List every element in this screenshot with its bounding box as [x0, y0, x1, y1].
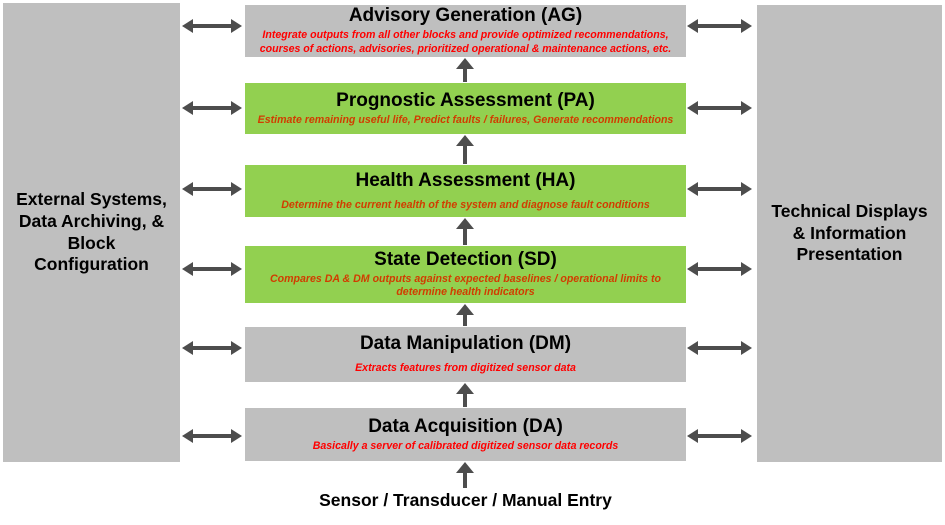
up-arrow-pa-to-ag	[456, 58, 474, 82]
right-panel-label: Technical Displays & Information Present…	[771, 200, 928, 265]
bidirectional-arrow-right-ha	[687, 182, 752, 196]
bidirectional-arrow-left-pa	[182, 101, 242, 115]
bidirectional-arrow-right-da	[687, 429, 752, 443]
up-arrow-source-to-da	[456, 462, 474, 488]
up-arrow-dm-to-sd	[456, 304, 474, 326]
right-panel-technical-displays: Technical Displays & Information Present…	[757, 5, 942, 462]
block-title: Prognostic Assessment (PA)	[336, 89, 595, 111]
bidirectional-arrow-right-sd	[687, 262, 752, 276]
block-subtitle: Estimate remaining useful life, Predict …	[257, 113, 674, 126]
block-subtitle: Extracts features from digitized sensor …	[355, 362, 576, 375]
block-title: Health Assessment (HA)	[355, 169, 576, 191]
block-title: Advisory Generation (AG)	[348, 5, 583, 27]
up-arrow-sd-to-ha	[456, 218, 474, 245]
up-arrow-ha-to-pa	[456, 135, 474, 164]
block-subtitle: Determine the current health of the syst…	[281, 198, 650, 211]
bidirectional-arrow-left-sd	[182, 262, 242, 276]
bidirectional-arrow-left-ag	[182, 19, 242, 33]
block-prognostic-assessment: Prognostic Assessment (PA) Estimate rema…	[245, 83, 686, 134]
block-subtitle: Integrate outputs from all other blocks …	[259, 29, 672, 55]
bidirectional-arrow-left-ha	[182, 182, 242, 196]
left-panel-external-systems: External Systems, Data Archiving, & Bloc…	[3, 3, 180, 462]
block-advisory-generation: Advisory Generation (AG) Integrate outpu…	[245, 5, 686, 57]
block-subtitle: Compares DA & DM outputs against expecte…	[269, 272, 662, 299]
block-title: State Detection (SD)	[374, 248, 557, 270]
block-data-manipulation: Data Manipulation (DM) Extracts features…	[245, 327, 686, 382]
block-title: Data Acquisition (DA)	[368, 415, 563, 437]
bidirectional-arrow-right-dm	[687, 341, 752, 355]
block-health-assessment: Health Assessment (HA) Determine the cur…	[245, 165, 686, 217]
block-state-detection: State Detection (SD) Compares DA & DM ou…	[245, 246, 686, 303]
source-label: Sensor / Transducer / Manual Entry	[319, 490, 612, 510]
left-panel-label: External Systems, Data Archiving, & Bloc…	[16, 188, 167, 275]
block-subtitle: Basically a server of calibrated digitiz…	[312, 439, 619, 452]
block-data-acquisition: Data Acquisition (DA) Basically a server…	[245, 408, 686, 461]
bidirectional-arrow-left-dm	[182, 341, 242, 355]
bidirectional-arrow-right-ag	[687, 19, 752, 33]
bidirectional-arrow-right-pa	[687, 101, 752, 115]
block-title: Data Manipulation (DM)	[359, 333, 572, 355]
up-arrow-da-to-dm	[456, 383, 474, 407]
bidirectional-arrow-left-da	[182, 429, 242, 443]
